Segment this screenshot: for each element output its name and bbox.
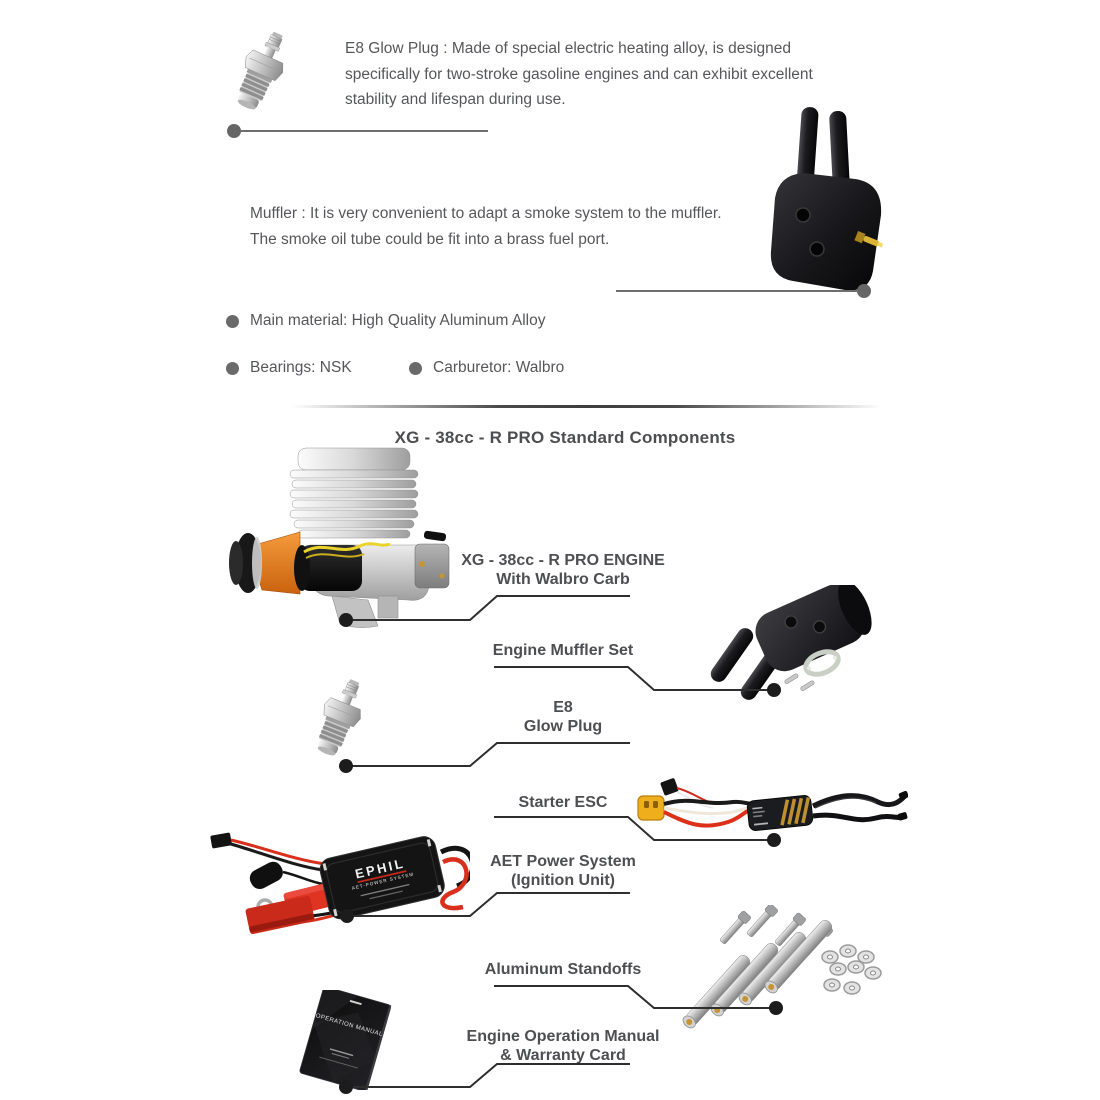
glow-plug-description-line: specifically for two-stroke gasoline eng… bbox=[345, 65, 813, 83]
spec-carburetor: Carburetor: Walbro bbox=[409, 359, 564, 377]
component-label-ignition-unit: AET Power System (Ignition Unit) bbox=[413, 852, 713, 890]
component-label-glow-plug: E8 Glow Plug bbox=[413, 698, 713, 736]
component-label-line: With Walbro Carb bbox=[496, 571, 630, 588]
muffler-description: Muffler : It is very convenient to adapt… bbox=[250, 201, 722, 253]
muffler-description-line: Muffler : It is very convenient to adapt… bbox=[250, 205, 722, 222]
engine-image bbox=[229, 447, 450, 628]
glow-plug-description: E8 Glow Plug : Made of special electric … bbox=[345, 36, 813, 113]
component-label-engine: XG - 38cc - R PRO ENGINE With Walbro Car… bbox=[413, 551, 713, 589]
spec-main-material: Main material: High Quality Aluminum All… bbox=[226, 312, 545, 330]
muffler-description-line: The smoke oil tube could be fit into a b… bbox=[250, 231, 610, 248]
glow-plug-description-line: E8 Glow Plug : Made of special electric … bbox=[345, 40, 792, 57]
component-label-line: (Ignition Unit) bbox=[511, 872, 615, 889]
leader-glow-plug bbox=[339, 742, 630, 773]
component-label-line: Engine Muffler Set bbox=[492, 642, 634, 659]
component-label-starter-esc: Starter ESC bbox=[413, 793, 713, 812]
component-label-standoffs: Aluminum Standoffs bbox=[413, 960, 713, 979]
components-section-title: XG - 38cc - R PRO Standard Components bbox=[394, 428, 736, 447]
bullet-icon bbox=[226, 314, 239, 328]
muffler-photo bbox=[770, 107, 884, 291]
component-label-line: XG - 38cc - R PRO ENGINE bbox=[461, 552, 665, 569]
section-divider bbox=[292, 405, 882, 408]
cap-connector bbox=[249, 861, 283, 890]
component-label-line: AET Power System bbox=[490, 853, 636, 870]
component-label-line: Glow Plug bbox=[523, 718, 603, 735]
component-label-line: & Warranty Card bbox=[500, 1047, 626, 1064]
muffler-set-image bbox=[710, 585, 872, 700]
muffler-gasket bbox=[803, 649, 841, 677]
glow-plug-description-line: stability and lifespan during use. bbox=[345, 91, 566, 108]
spec-bearings: Bearings: NSK bbox=[226, 359, 352, 377]
component-label-muffler-set: Engine Muffler Set bbox=[413, 641, 713, 660]
component-label-line: E8 bbox=[553, 699, 573, 716]
bullet-icon bbox=[226, 361, 239, 375]
glow-plug-photo bbox=[226, 28, 297, 116]
manual-image: OPERATION MANUAL bbox=[299, 990, 392, 1090]
glow-plug-image bbox=[307, 678, 374, 762]
component-label-manual: Engine Operation Manual & Warranty Card bbox=[413, 1027, 713, 1065]
spec-text: Main material: High Quality Aluminum All… bbox=[250, 312, 546, 329]
spec-text: Carburetor: Walbro bbox=[433, 359, 565, 376]
component-label-line: Starter ESC bbox=[518, 794, 608, 811]
bullet-icon bbox=[409, 361, 422, 375]
component-label-line: Aluminum Standoffs bbox=[484, 961, 642, 978]
leader-glow-plug-top bbox=[227, 124, 488, 138]
red-connector bbox=[245, 895, 315, 935]
spec-text: Bearings: NSK bbox=[250, 359, 352, 376]
washers bbox=[821, 944, 882, 995]
component-label-line: Engine Operation Manual bbox=[466, 1028, 660, 1045]
brass-fuel-port bbox=[854, 230, 884, 248]
